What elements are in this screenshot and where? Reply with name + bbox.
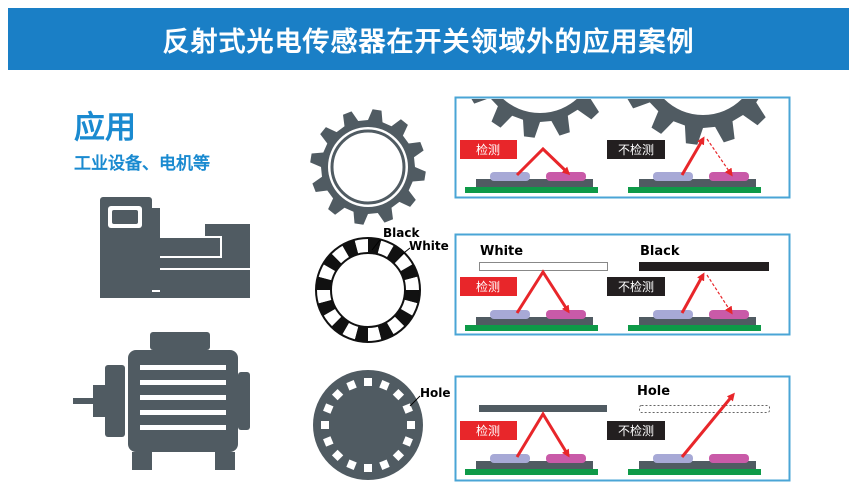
hole: [392, 449, 405, 462]
panel-gear: 检测 不检测: [454, 96, 791, 199]
receiver: [709, 172, 749, 181]
black-leader-line: [371, 239, 381, 251]
solid-strip: [479, 405, 607, 412]
reflect-arrow: [515, 411, 570, 458]
hole: [346, 459, 357, 470]
hole: [392, 388, 405, 401]
hole: [321, 421, 329, 429]
sensor-base: [639, 179, 756, 187]
white-segment: [368, 325, 382, 342]
hole: [407, 421, 415, 429]
hole-caption: Hole: [637, 384, 670, 399]
white-segment: [400, 299, 419, 316]
detect-badge: [460, 421, 517, 440]
black-segment: [377, 322, 394, 341]
weak-reflect-arrow: [706, 138, 733, 177]
pass-through-arrow: [680, 392, 735, 458]
pcb-board: [465, 187, 598, 193]
white-segment: [342, 322, 359, 341]
gear-icon: [310, 109, 426, 225]
black-caption: Black: [640, 244, 680, 259]
application-subtitle: 工业设备、电机等: [74, 154, 210, 174]
no-detect-label: 不检测: [618, 279, 654, 294]
emitter: [490, 310, 530, 319]
weak-reflect-arrow: [706, 274, 733, 315]
black-segment: [342, 239, 359, 258]
receiver: [709, 310, 749, 319]
hole: [323, 436, 334, 447]
white-leader-line: [399, 247, 411, 257]
emitter: [653, 454, 693, 463]
black-segment: [317, 299, 336, 316]
application-heading: 应用: [74, 110, 136, 146]
black-segment: [403, 290, 420, 304]
pcb-board: [465, 325, 598, 331]
no-detect-badge: [607, 421, 665, 440]
white-caption: White: [480, 244, 523, 259]
detect-label: 检测: [476, 279, 500, 294]
emitter: [490, 172, 530, 181]
encoder-white-label: White: [409, 239, 449, 253]
no-detect-label: 不检测: [618, 142, 654, 157]
hole: [346, 380, 357, 391]
hole-disk-icon: [313, 370, 423, 480]
black-segment: [316, 276, 333, 290]
hole: [364, 378, 372, 386]
black-segment: [400, 264, 419, 281]
sensor-base: [639, 317, 756, 325]
receiver: [546, 454, 586, 463]
emit-arrow: [680, 136, 705, 176]
pcb-board: [628, 469, 761, 475]
white-segment: [317, 264, 336, 281]
no-detect-badge: [607, 277, 665, 296]
white-strip: [479, 262, 608, 271]
detect-label: 检测: [476, 142, 500, 157]
hole: [364, 464, 372, 472]
encoder-black-label: Black: [383, 226, 420, 240]
pcb-board: [628, 187, 761, 193]
white-segment: [377, 239, 394, 258]
receiver: [546, 172, 586, 181]
pcb-board: [628, 325, 761, 331]
emitter: [490, 454, 530, 463]
panel-encoder: White Black 检测 不检测: [454, 233, 791, 336]
sensor-base: [476, 179, 593, 187]
hole-leader-line: [409, 395, 421, 407]
lathe-icon: [100, 197, 250, 298]
motor-icon: [73, 332, 250, 470]
hole: [331, 388, 344, 401]
page-title: 反射式光电传感器在开关领域外的应用案例: [162, 26, 695, 58]
hole: [402, 436, 413, 447]
no-detect-badge: [607, 140, 665, 159]
panel-hole: Hole 检测 不检测: [454, 375, 791, 482]
hole: [379, 380, 390, 391]
black-segment: [354, 325, 368, 342]
white-segment: [403, 276, 420, 290]
pcb-board: [465, 469, 598, 475]
hole: [379, 459, 390, 470]
no-detect-label: 不检测: [618, 423, 654, 438]
reflect-arrow: [515, 269, 570, 314]
hole: [331, 449, 344, 462]
sensor-base: [476, 317, 593, 325]
sensor-base: [639, 461, 756, 469]
black-strip: [639, 262, 769, 271]
hole-strip: [639, 405, 770, 413]
white-segment: [316, 290, 333, 304]
receiver: [709, 454, 749, 463]
receiver: [546, 310, 586, 319]
detect-badge: [460, 140, 517, 159]
detect-label: 检测: [476, 423, 500, 438]
emit-arrow: [680, 272, 705, 314]
hole-disk-label: Hole: [420, 386, 451, 400]
sensor-base: [476, 461, 593, 469]
detect-badge: [460, 277, 517, 296]
emitter: [653, 172, 693, 181]
encoder-wheel-icon: [315, 237, 421, 343]
emitter: [653, 310, 693, 319]
hole: [323, 403, 334, 414]
reflect-arrow: [515, 146, 571, 177]
white-segment: [354, 238, 368, 255]
header-banner: 反射式光电传感器在开关领域外的应用案例: [8, 8, 849, 70]
